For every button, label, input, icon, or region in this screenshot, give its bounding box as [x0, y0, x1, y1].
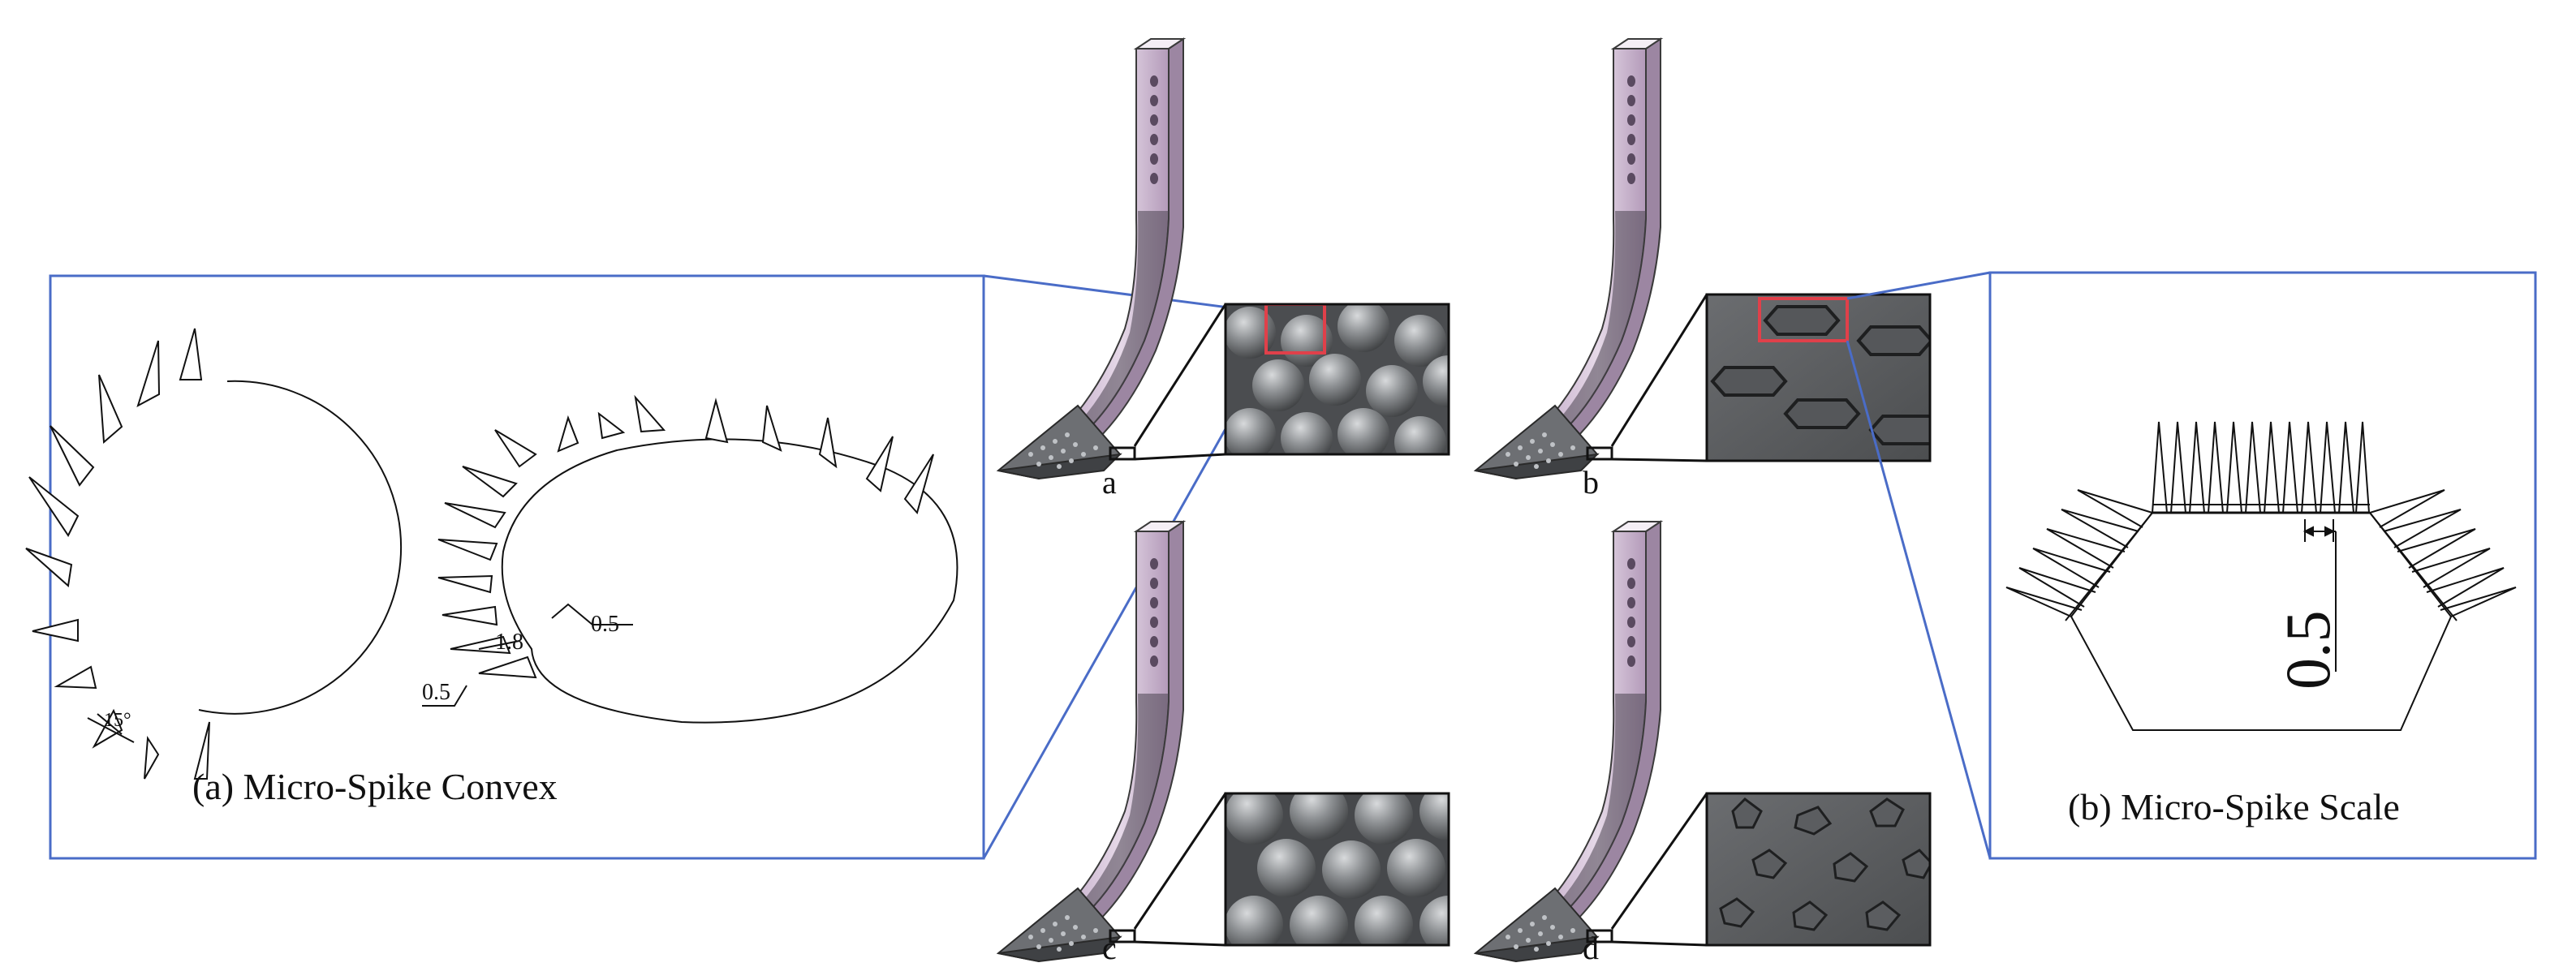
tool-b: b: [1474, 37, 1932, 501]
convex-ellipse-right: [422, 394, 958, 724]
connector-lines-left: [982, 274, 1268, 859]
offset-dimension-lower: 0.5: [422, 680, 450, 705]
tool-a: a: [997, 37, 1450, 501]
scale-caption: (b) Micro-Spike Scale: [2068, 786, 2400, 827]
angle-dimension: 15°: [104, 710, 131, 731]
offset-dimension-upper: 0.5: [591, 612, 619, 637]
tool-d: d: [1474, 520, 1932, 966]
convex-panel: 15° 1.8 0.5 0.5 (a) Micro-Spike Convex: [25, 274, 985, 860]
convex-dome-inset: [1226, 304, 1449, 454]
subfigure-label-b: b: [1583, 464, 1599, 501]
convex-caption: (a) Micro-Spike Convex: [192, 766, 558, 807]
connector-lines-right: [1846, 271, 1992, 859]
dome-array-inset: [1226, 793, 1449, 945]
hexagon-array-inset: [1707, 793, 1930, 945]
scale-panel: 0.5 (b) Micro-Spike Scale: [1988, 271, 2537, 860]
width-dimension: 1.8: [495, 630, 523, 655]
subfigure-label-a: a: [1102, 464, 1117, 501]
hexagon-scale-inset: [1707, 294, 1930, 461]
subfigure-label-d: d: [1583, 930, 1599, 966]
convex-circle-left: [25, 328, 403, 780]
scale-dimension: 0.5: [2272, 611, 2343, 690]
tool-c: c: [997, 520, 1450, 966]
subfigure-label-c: c: [1102, 930, 1117, 966]
